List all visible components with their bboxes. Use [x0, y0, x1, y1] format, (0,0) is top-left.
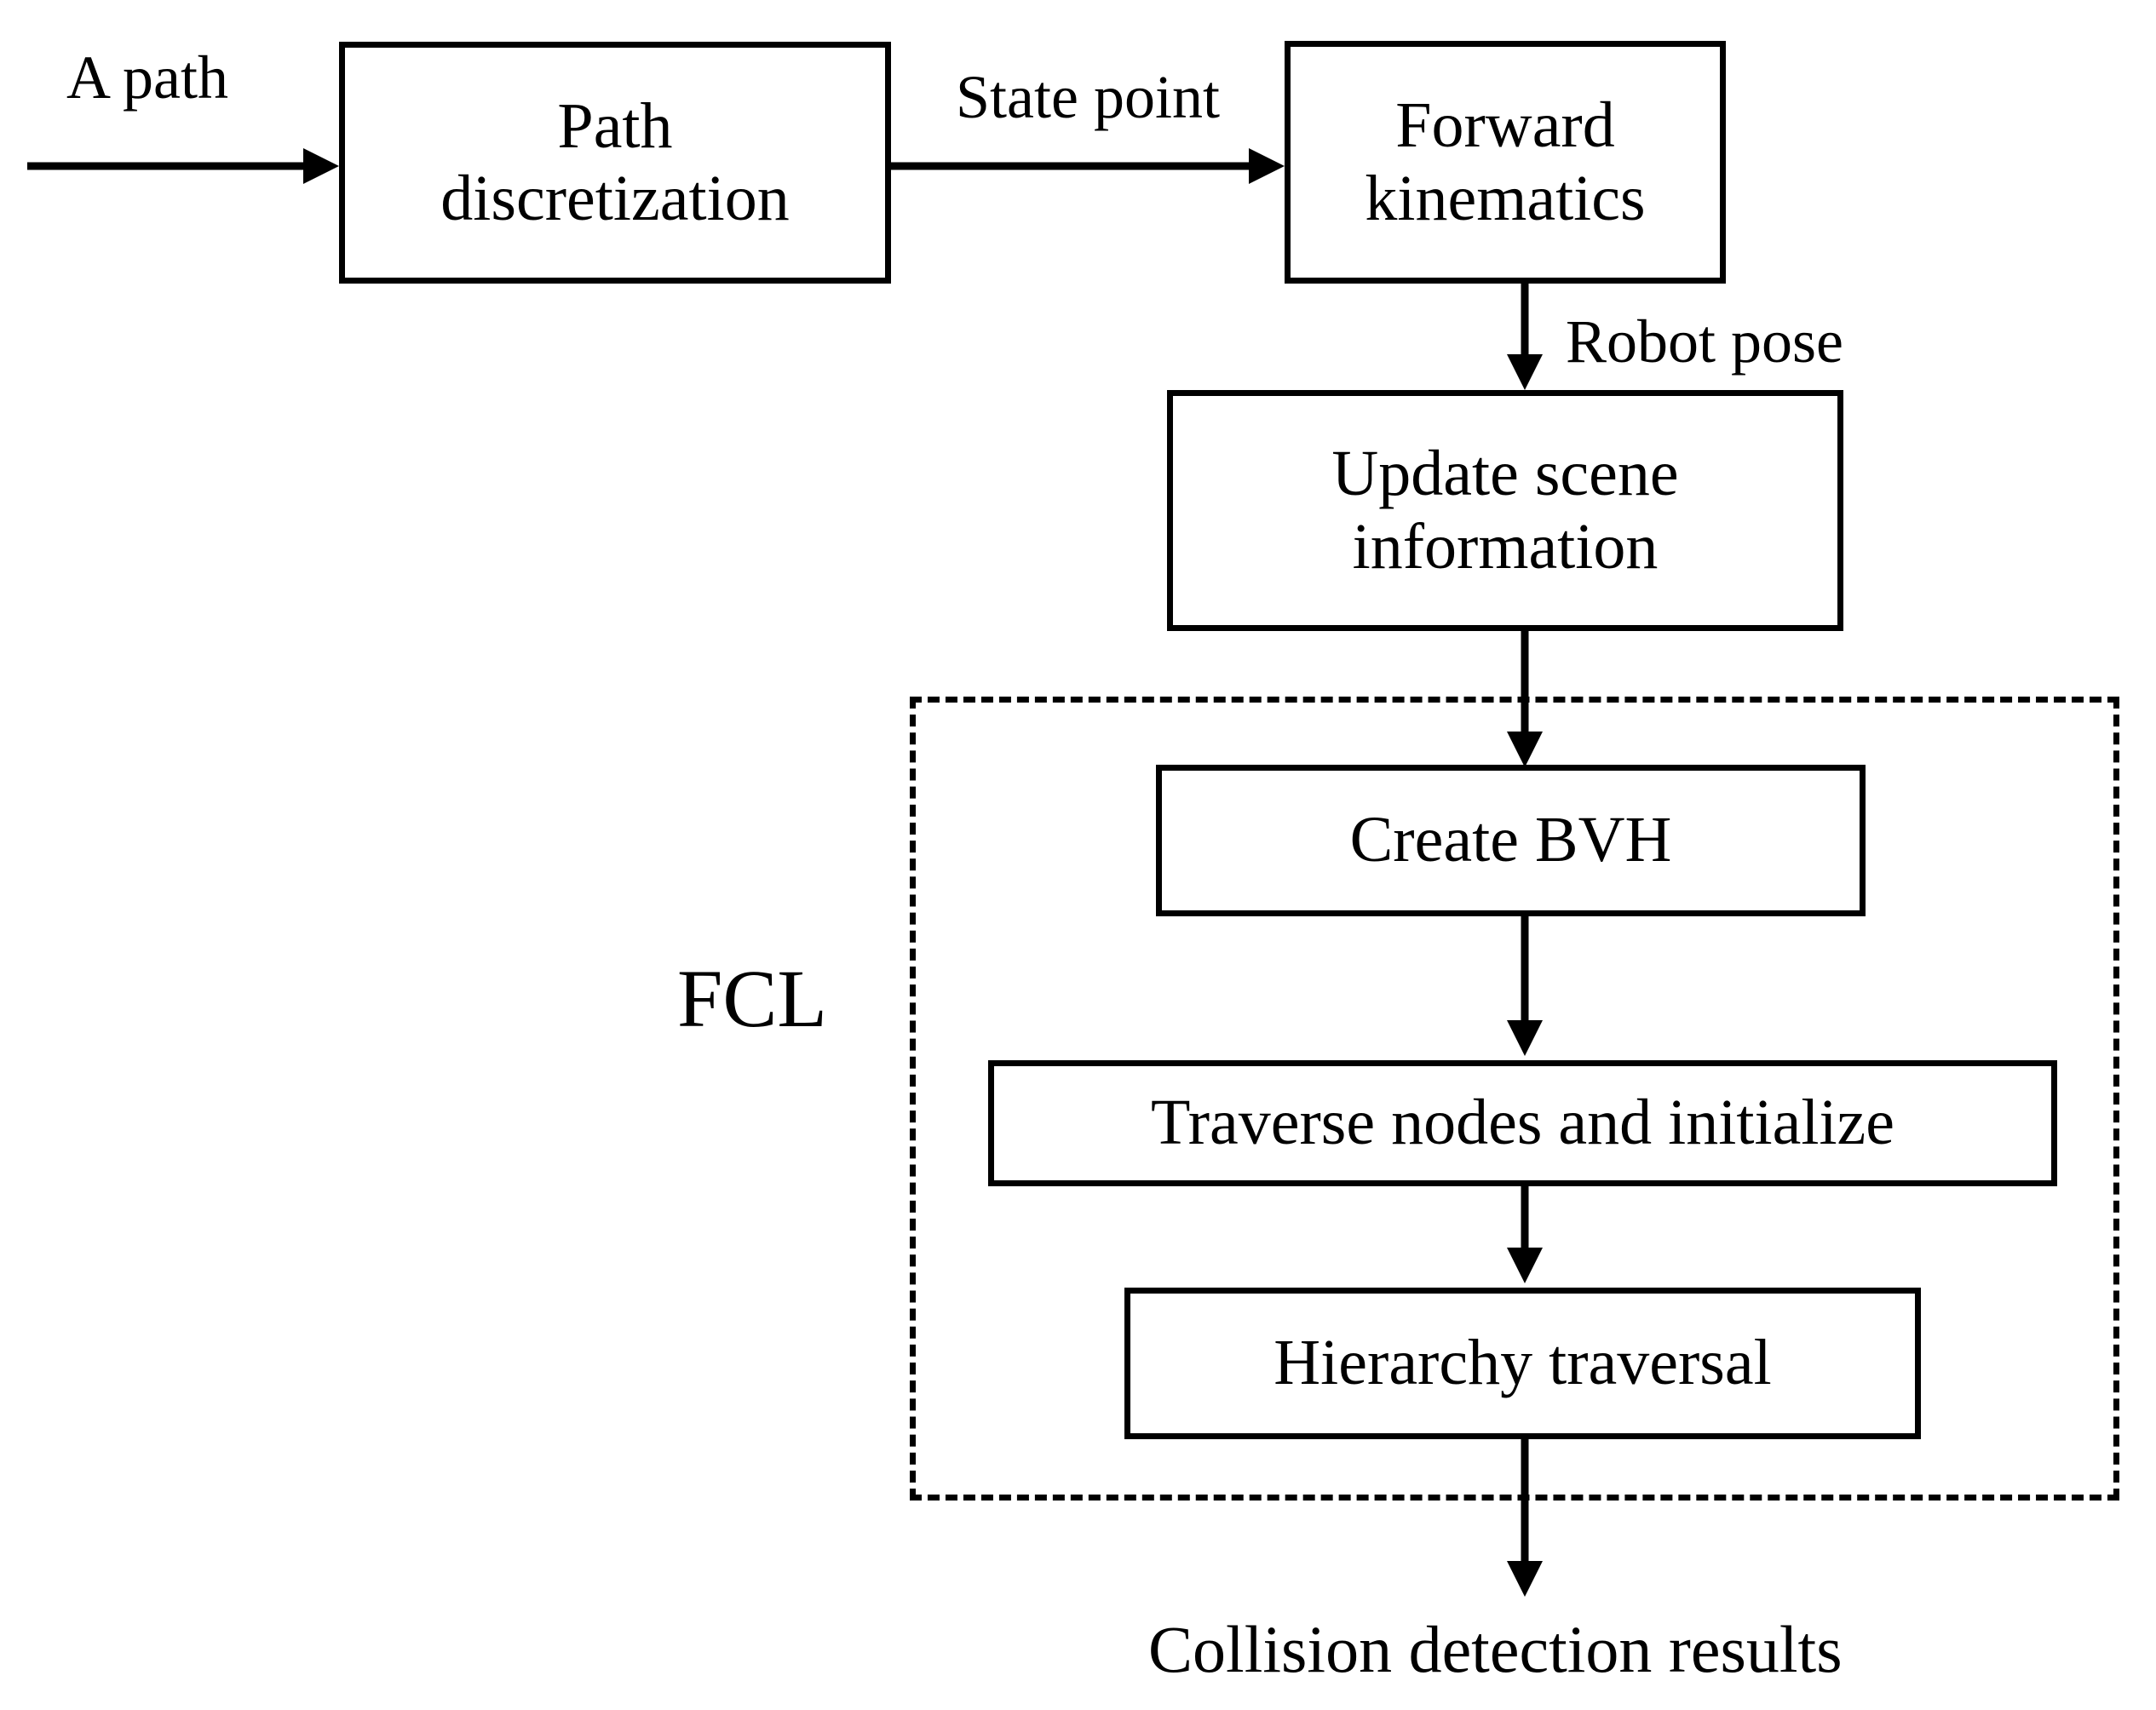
state-point-label: State point: [956, 63, 1220, 131]
robot-pose-label: Robot pose: [1566, 307, 1844, 376]
node-traverse-nodes[interactable]: Traverse nodes and initialize: [988, 1060, 2057, 1186]
node-update-scene-information[interactable]: Update scene information: [1167, 390, 1843, 631]
fcl-group-label: FCL: [677, 953, 828, 1044]
output-label: Collision detection results: [1148, 1612, 1843, 1686]
input-arrow: [0, 128, 349, 204]
edge-forward-to-update-arrow: [1486, 281, 1563, 400]
node-create-bvh[interactable]: Create BVH: [1156, 765, 1866, 916]
input-label: A path: [66, 43, 228, 112]
fcl-group-box: [910, 697, 2119, 1501]
node-forward-kinematics[interactable]: Forward kinematics: [1285, 41, 1726, 284]
edge-path-to-forward-arrow: [886, 128, 1295, 204]
node-path-discretization[interactable]: Path discretization: [339, 42, 891, 284]
node-hierarchy-traversal[interactable]: Hierarchy traversal: [1124, 1288, 1921, 1439]
